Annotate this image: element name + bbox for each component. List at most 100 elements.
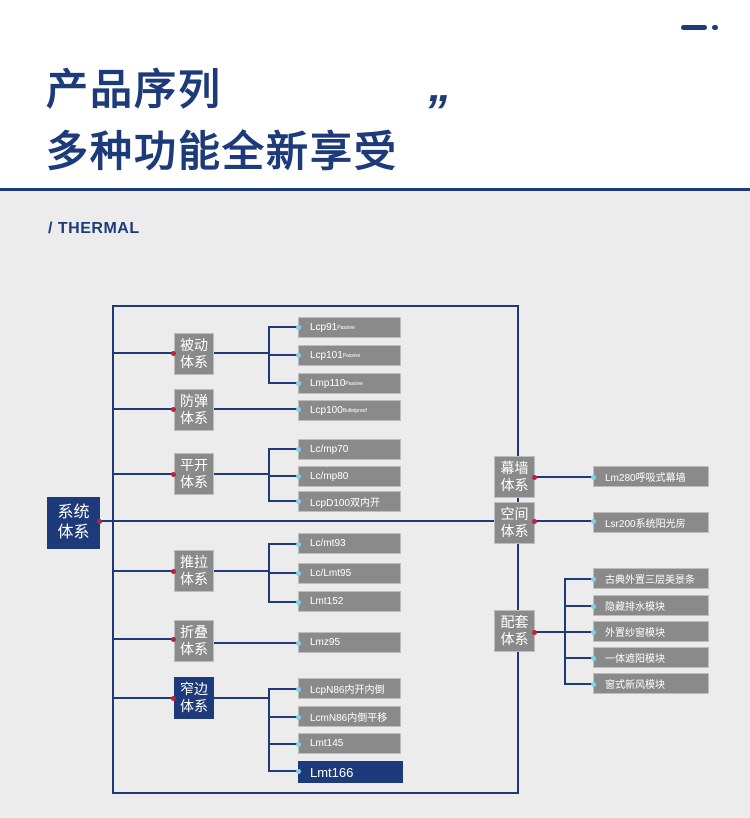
leaf-item: LcmN86内倒平移: [298, 706, 401, 727]
leaf-dot: [591, 682, 596, 687]
leaf-item-highlighted: Lmt166: [298, 761, 403, 783]
feed-folding: [112, 638, 174, 640]
leaf-dot: [296, 325, 301, 330]
leaf-label: 古典外置三层美景条: [605, 575, 695, 586]
feed-passive: [112, 352, 174, 354]
leaf-dot: [296, 600, 301, 605]
leaf-dot: [296, 542, 301, 547]
logo-dot: [712, 25, 718, 30]
leaf-dot: [591, 630, 596, 635]
leaf-label: 窗式新风模块: [605, 680, 665, 691]
category-passive: 被动 体系: [174, 333, 214, 375]
feed-bulletproof: [112, 408, 174, 410]
leaf-label: Lcp91: [310, 322, 338, 333]
connector-dot: [532, 519, 537, 524]
leaf-dot: [296, 687, 301, 692]
connector-dot: [171, 351, 176, 356]
connector-dot: [171, 407, 176, 412]
leaf-dot: [296, 353, 301, 358]
branch-bulletproof: [213, 408, 299, 410]
leaf-item: LcpD100双内开: [298, 491, 401, 512]
twig-narrow-3: [268, 743, 299, 745]
twig-passive-1: [268, 326, 299, 328]
section-label: / THERMAL: [48, 220, 140, 237]
branch-passive: [213, 352, 270, 354]
leaf-dot: [296, 499, 301, 504]
twig-accessory-5: [564, 683, 594, 685]
frame-right-wire: [517, 305, 519, 794]
connector-dot: [171, 637, 176, 642]
branch-narrow: [213, 697, 270, 699]
twig-casement-1: [268, 448, 299, 450]
leaf-dot: [591, 604, 596, 609]
leaf-label: LcmN86内倒平移: [310, 713, 388, 724]
connector-dot: [97, 519, 102, 524]
category-accessory: 配套 体系: [494, 610, 535, 652]
leaf-label: LcpN86内开内倒: [310, 685, 385, 696]
leaf-dot: [296, 641, 301, 646]
feed-sliding: [112, 570, 174, 572]
bus-narrow: [268, 688, 270, 772]
leaf-label: Lcp100: [310, 405, 343, 416]
leaf-item: Lc/mt93: [298, 533, 401, 554]
leaf-dot: [296, 407, 301, 412]
leaf-label: 一体遮阳模块: [605, 654, 665, 665]
leaf-item: Lmt152: [298, 591, 401, 612]
category-bulletproof: 防弹 体系: [174, 389, 214, 431]
leaf-label: Lm280呼吸式幕墙: [605, 473, 686, 484]
leaf-label: Lmp110: [310, 378, 346, 389]
leaf-label: Lsr200系统阳光房: [605, 519, 686, 530]
category-sliding: 推拉 体系: [174, 550, 214, 592]
twig-accessory-2: [564, 605, 594, 607]
leaf-label: Lc/mp80: [310, 471, 349, 482]
twig-narrow-4: [268, 770, 299, 772]
leaf-item: 外置纱窗模块: [593, 621, 709, 642]
leaf-item: Lc/mp80: [298, 466, 401, 487]
leaf-item: 窗式新风模块: [593, 673, 709, 694]
twig-narrow-1: [268, 688, 299, 690]
leaf-dot: [296, 769, 301, 774]
twig-casement-2: [268, 475, 299, 477]
category-casement: 平开 体系: [174, 453, 214, 495]
root-horizontal-wire: [100, 520, 594, 522]
leaf-dot: [296, 715, 301, 720]
branch-casement: [213, 473, 270, 475]
leaf-item: Lc/Lmt95: [298, 563, 401, 584]
leaf-item: Lmt145: [298, 733, 401, 754]
leaf-label: LcpD100双内开: [310, 498, 381, 509]
connector-dot: [171, 696, 176, 701]
leaf-item: LcpN86内开内倒: [298, 678, 401, 699]
leaf-item: Lsr200系统阳光房: [593, 512, 709, 533]
leaf-sublabel: Passive: [337, 324, 355, 331]
page-title: 产品序列: [46, 66, 223, 113]
header: 产品序列 多种功能全新享受 ”: [0, 0, 750, 190]
leaf-dot: [296, 474, 301, 479]
leaf-label: Lc/mp70: [310, 444, 349, 455]
branch-accessory: [534, 631, 566, 633]
leaf-label: Lmz95: [310, 637, 341, 648]
leaf-dot: [296, 381, 301, 386]
leaf-dot: [296, 742, 301, 747]
header-divider: [0, 188, 750, 191]
quote-mark: ”: [424, 85, 447, 137]
twig-accessory-3: [564, 631, 594, 633]
connector-dot: [532, 630, 537, 635]
twig-passive-3: [268, 382, 299, 384]
page-subtitle: 多种功能全新享受: [46, 128, 399, 175]
leaf-dot: [591, 656, 596, 661]
twig-passive-2: [268, 354, 299, 356]
category-folding: 折叠 体系: [174, 620, 214, 662]
branch-curtain-wall: [534, 476, 594, 478]
twig-accessory-1: [564, 578, 594, 580]
branch-sliding: [213, 570, 270, 572]
twig-accessory-4: [564, 657, 594, 659]
leaf-label: Lc/mt93: [310, 538, 346, 549]
twig-narrow-2: [268, 716, 299, 718]
twig-sliding-3: [268, 601, 299, 603]
leaf-label: Lc/Lmt95: [310, 568, 352, 579]
leaf-label: Lmt152: [310, 596, 344, 607]
leaf-label: Lcp101: [310, 350, 343, 361]
